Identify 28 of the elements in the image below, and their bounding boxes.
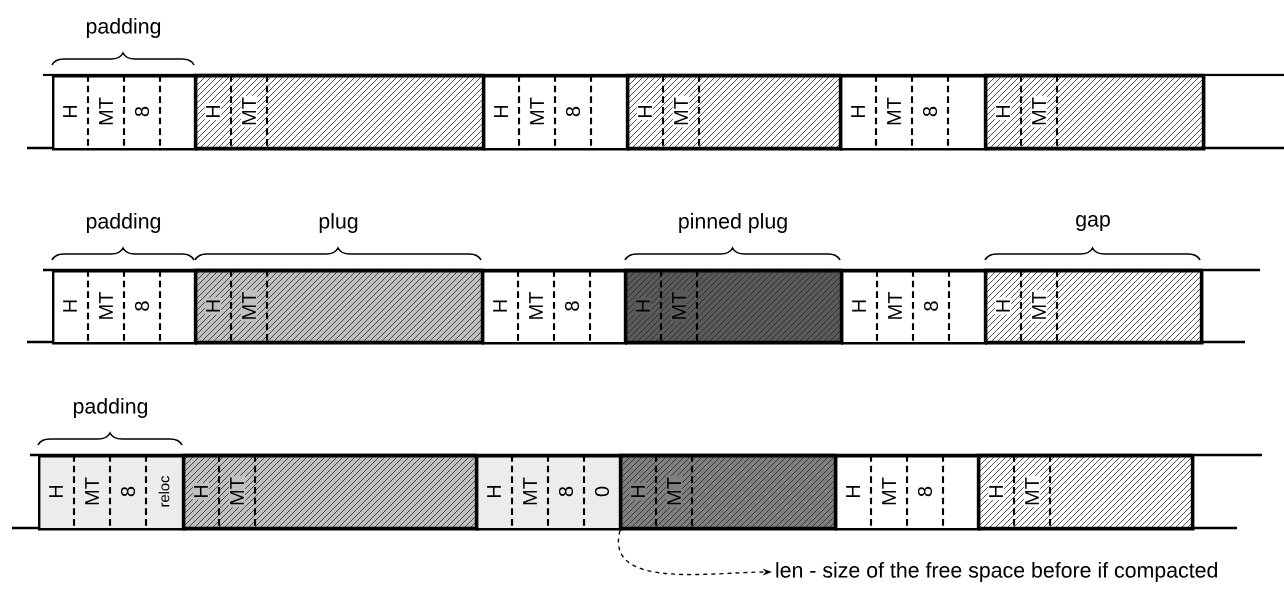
memory-block: H MT 8 xyxy=(835,455,981,531)
brace-label: padding xyxy=(73,398,148,418)
memory-block: H MT xyxy=(983,268,1204,345)
memory-block: H MT 8 xyxy=(52,75,198,151)
memory-block: H MT xyxy=(976,453,1195,531)
memory-block: H MT 8 xyxy=(483,75,630,151)
memory-block: H MT 8 xyxy=(482,270,628,345)
memory-block: H MT xyxy=(983,73,1206,151)
memory-block: H MT 8 xyxy=(52,270,198,345)
brace-label: plug xyxy=(319,213,358,233)
memory-block: H MT xyxy=(181,453,479,531)
brace-label: gap xyxy=(1076,215,1110,231)
brace-label: padding xyxy=(86,18,161,38)
memory-block: H MT xyxy=(623,268,844,345)
memory-block: H MT 8 xyxy=(840,75,988,151)
brace-label: padding xyxy=(86,213,161,233)
memory-block: H MT xyxy=(625,73,843,151)
node-label: reloc xyxy=(158,476,170,507)
memory-block: H MT 8 reloc xyxy=(38,455,186,531)
memory-block: H MT 8 xyxy=(841,270,988,345)
brace-label: pinned plug xyxy=(679,213,787,233)
note-text: len - size of the free space before if compacted xyxy=(776,562,1217,582)
memory-block: H MT xyxy=(193,268,485,345)
node-label: H xyxy=(49,485,63,498)
memory-block: H MT 8 0 xyxy=(476,455,623,531)
memory-block: H MT xyxy=(618,453,838,531)
node-label: 8 xyxy=(120,486,136,497)
node-label: MT xyxy=(85,477,99,505)
